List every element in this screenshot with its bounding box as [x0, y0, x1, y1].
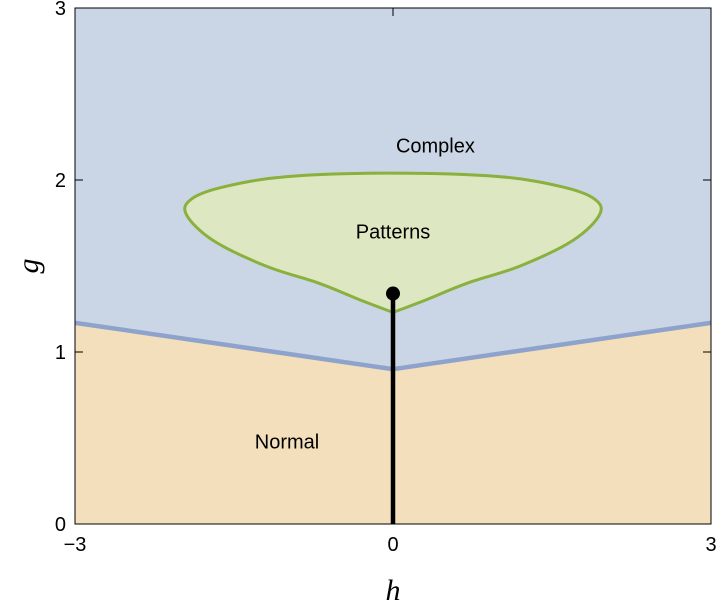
critical-point-marker [386, 286, 400, 301]
y-tick-label: 3 [55, 0, 66, 20]
x-tick-label: −3 [64, 534, 87, 556]
patterns-region [183, 171, 603, 314]
y-tick-label: 2 [55, 170, 66, 192]
y-tick-label: 1 [55, 342, 66, 364]
x-axis-label: h [386, 574, 401, 607]
region-label-normal: Normal [255, 431, 319, 453]
region-label-complex: Complex [396, 136, 475, 158]
y-axis-label: g [12, 259, 45, 274]
y-tick-label: 0 [55, 514, 66, 536]
x-tick-label: 0 [387, 534, 398, 556]
x-tick-label: 3 [705, 534, 716, 556]
plot-area [75, 8, 711, 524]
region-label-patterns: Patterns [356, 222, 430, 244]
